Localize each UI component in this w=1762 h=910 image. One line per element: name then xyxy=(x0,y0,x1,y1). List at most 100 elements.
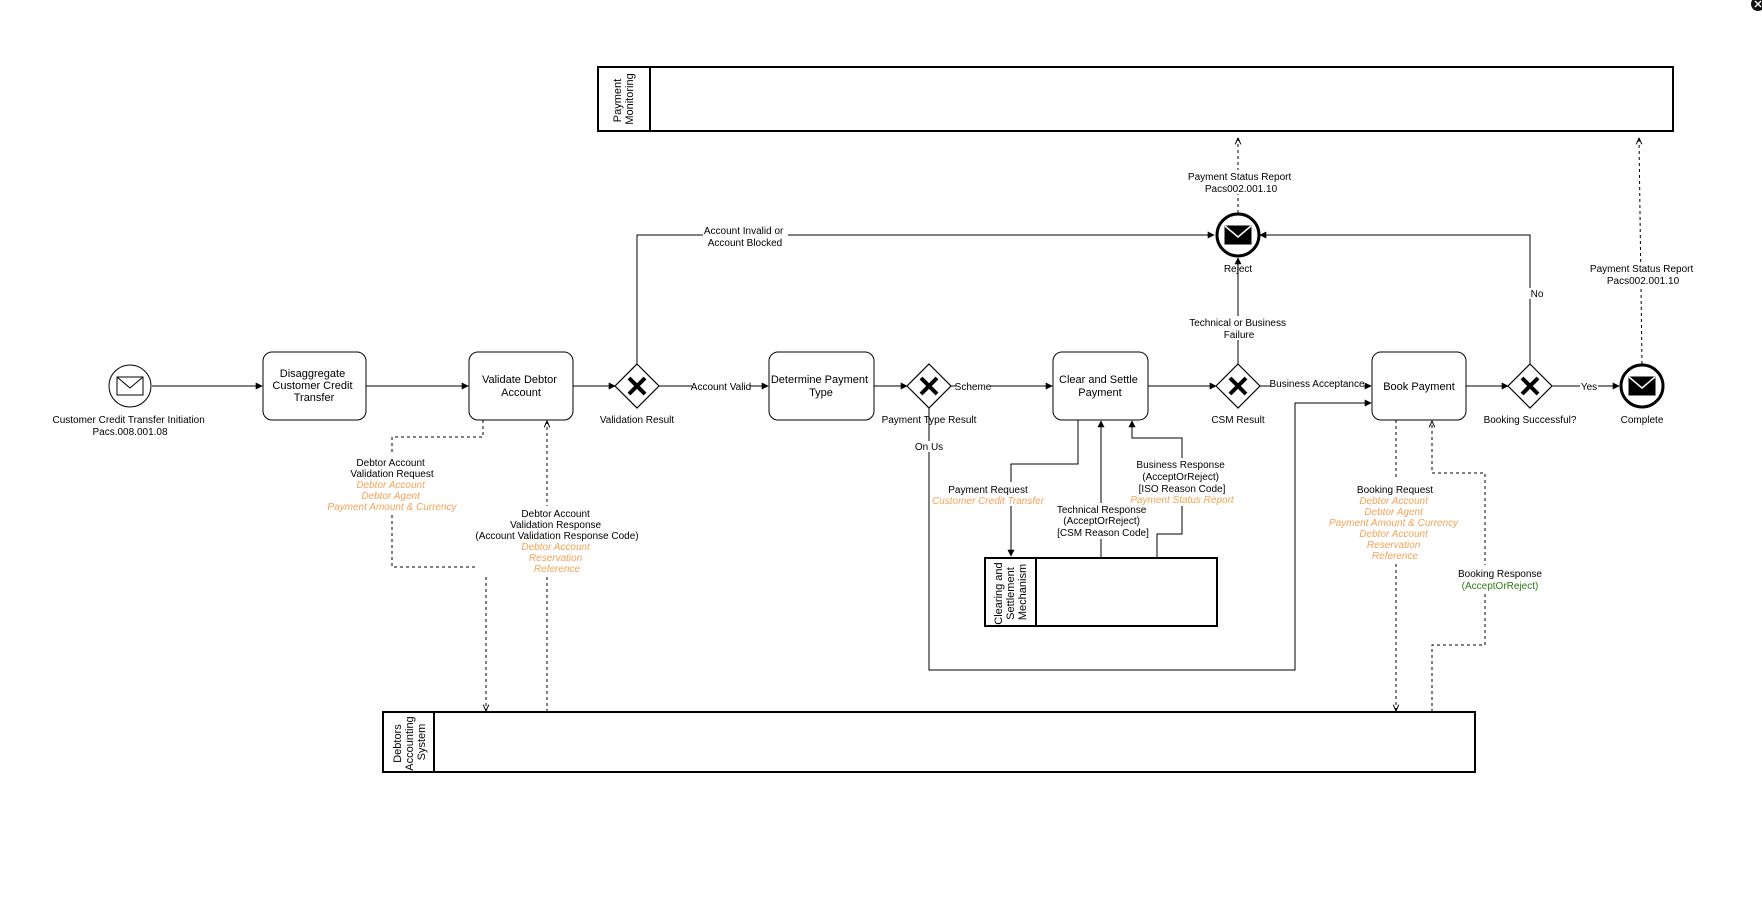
flow-label-text: Yes xyxy=(1581,382,1597,393)
svg-text:Debtor Account Validatio: Debtor Account Validation Request xyxy=(350,458,433,480)
message-field-line: Payment Amount & Currency xyxy=(327,502,457,513)
start-event-label: Customer Credit Transfer Initiation Pacs… xyxy=(52,415,207,438)
message-flow-payment-request[interactable] xyxy=(1007,420,1079,557)
task-disaggregate-customer-credit-transfer[interactable]: Disaggregate Customer Credit Transfer xyxy=(262,351,367,421)
reject-event-label: Reject xyxy=(1224,264,1253,275)
x-gateway-icon xyxy=(1228,376,1248,396)
svg-text:Debtors Accounting: Debtors Accounting System xyxy=(392,713,428,771)
pool-label-line: Payment xyxy=(612,79,624,122)
message-label-line: Pacs002.001.10 xyxy=(1205,184,1278,195)
message-label-business-response: Business Response (AcceptOrReject) [ISO … xyxy=(1130,458,1235,506)
task-determine-payment-type[interactable]: Determine Payment Type xyxy=(768,351,875,421)
svg-text:Booking Request: Booking Request xyxy=(1357,485,1433,496)
pool-label-line: Settlement xyxy=(1005,567,1017,620)
task-label-line: Disaggregate xyxy=(280,368,345,380)
pool-payment-monitoring[interactable]: Payment Monitoring xyxy=(597,66,1674,132)
envelope-icon xyxy=(1224,225,1252,245)
message-flow-complete-status[interactable] xyxy=(1639,138,1643,365)
task-label-line: Account xyxy=(501,387,541,399)
flow-label-line: Technical or Business xyxy=(1189,318,1286,329)
message-label-line: Business Response xyxy=(1136,460,1225,471)
message-label-line: Debtor Account xyxy=(356,458,425,469)
message-flow-validation-request[interactable] xyxy=(391,420,486,711)
envelope-icon xyxy=(116,376,144,396)
flow-label-text: No xyxy=(1531,289,1544,300)
flow-label-on-us: On Us xyxy=(914,441,944,453)
message-field-line: Reservation xyxy=(1367,540,1421,551)
svg-text:Business Response (Accep: Business Response (AcceptOrReject) [ISO … xyxy=(1136,460,1227,495)
message-label-line: Technical Response xyxy=(1057,505,1147,516)
gateway-label: Booking Successful? xyxy=(1484,415,1577,426)
flow-label-business-acceptance: Business Acceptance xyxy=(1269,378,1365,390)
envelope-icon xyxy=(1628,376,1656,396)
end-event-complete[interactable] xyxy=(1619,363,1665,409)
gateway-csm-result[interactable] xyxy=(1215,363,1261,409)
svg-text:Debtor Account Debtor Ag: Debtor Account Debtor Agent Payment Amou… xyxy=(1329,496,1461,562)
pool-label-line: Clearing and xyxy=(993,562,1005,624)
start-event-customer-credit-transfer[interactable] xyxy=(108,364,152,408)
task-label-line: Clear and Settle xyxy=(1059,374,1138,386)
message-label-technical-response: Technical Response (AcceptOrReject) [CSM… xyxy=(1057,503,1149,539)
end-event-reject[interactable] xyxy=(1215,212,1261,258)
flow-label-text: Business Acceptance xyxy=(1269,379,1364,390)
complete-event-label: Complete xyxy=(1621,415,1664,426)
task-validate-debtor-account[interactable]: Validate Debtor Account xyxy=(468,351,574,421)
message-label-status-report-complete: Payment Status Report Pacs002.001.10 xyxy=(1590,262,1696,287)
svg-text:Debtor Account Reservati: Debtor Account Reservation Reference xyxy=(521,542,592,575)
message-label-line: (AcceptOrReject) xyxy=(1142,472,1219,483)
gateway-validation-result[interactable] xyxy=(614,363,660,409)
message-field-line: Debtor Account xyxy=(1359,496,1429,507)
message-label-booking-request: Booking Request Debtor Account Debtor Ag… xyxy=(1329,480,1461,562)
flow-label-account-valid: Account Valid xyxy=(691,381,751,393)
message-field-line: Reference xyxy=(534,564,581,575)
svg-text:(AcceptOrReject): (AcceptOrReject) xyxy=(1462,581,1539,592)
gateway-label: Validation Result xyxy=(600,415,675,426)
svg-text:Debtor Account Validatio: Debtor Account Validation Response (Acco… xyxy=(475,509,638,542)
flow-booking-no[interactable] xyxy=(1259,231,1531,364)
gateway-payment-type-result[interactable] xyxy=(906,363,952,409)
task-book-payment[interactable]: Book Payment xyxy=(1371,351,1467,421)
svg-text:Booking Response: Booking Response xyxy=(1458,569,1542,580)
pool-label-line: Monitoring xyxy=(624,73,636,124)
svg-text:Validate Debtor Account: Validate Debtor Account xyxy=(482,374,560,399)
pool-clearing-settlement[interactable]: Clearing and Settlement Mechanism xyxy=(984,557,1218,627)
message-label-line: Payment Status Report xyxy=(1590,264,1694,275)
message-field-line: Debtor Account xyxy=(1359,529,1429,540)
flow-label-account-invalid: Account Invalid or Account Blocked xyxy=(703,224,788,249)
message-label-line: Payment Request xyxy=(948,485,1028,496)
svg-text:Customer Credit Transfer: Customer Credit Transfer xyxy=(932,496,1045,507)
message-field-line: Debtor Agent xyxy=(1364,507,1424,518)
start-event-label-line: Pacs.008.001.08 xyxy=(92,427,167,438)
svg-text:Book Payment: Book Payment xyxy=(1383,381,1455,393)
message-field-line: Payment Amount & Currency xyxy=(1329,518,1459,529)
message-field-line: Reference xyxy=(1372,551,1419,562)
message-label-line: Debtor Account xyxy=(521,509,590,520)
svg-text:Payment Status Report Pa: Payment Status Report Pacs002.001.10 xyxy=(1188,172,1294,195)
task-label-line: Type xyxy=(809,387,833,399)
message-field-line: Debtor Agent xyxy=(361,491,421,502)
close-icon[interactable] xyxy=(1751,0,1762,11)
message-label-line: [ISO Reason Code] xyxy=(1139,484,1226,495)
svg-text:Account Invalid or Accou: Account Invalid or Account Blocked xyxy=(704,226,786,249)
task-clear-and-settle-payment[interactable]: Clear and Settle Payment xyxy=(1052,351,1149,421)
flow-on-us[interactable] xyxy=(928,399,1372,671)
message-label-line: Booking Request xyxy=(1357,485,1433,496)
flow-account-invalid[interactable] xyxy=(636,231,1215,364)
gateway-booking-successful[interactable] xyxy=(1507,363,1553,409)
message-label-booking-response: Booking Response (AcceptOrReject) xyxy=(1456,565,1544,592)
flow-label-scheme: Scheme xyxy=(955,381,992,393)
flow-label-text: On Us xyxy=(915,442,943,453)
message-flow-booking-response[interactable] xyxy=(1432,421,1486,712)
svg-text:Payment Status Report: Payment Status Report xyxy=(1130,495,1235,506)
x-gateway-icon xyxy=(627,376,647,396)
flow-label-yes: Yes xyxy=(1580,381,1598,393)
svg-text:Technical or Business Fa: Technical or Business Failure xyxy=(1189,318,1289,341)
task-label-line: Validate Debtor xyxy=(482,374,557,386)
flow-label-line: Account Blocked xyxy=(708,238,783,249)
pool-label-line: System xyxy=(416,724,428,761)
pool-debtors-accounting-system[interactable]: Debtors Accounting System xyxy=(382,711,1476,773)
task-label-line: Book Payment xyxy=(1383,381,1455,393)
message-label-line: Booking Response xyxy=(1458,569,1542,580)
svg-text:Payment Status Report Pa: Payment Status Report Pacs002.001.10 xyxy=(1590,264,1696,287)
